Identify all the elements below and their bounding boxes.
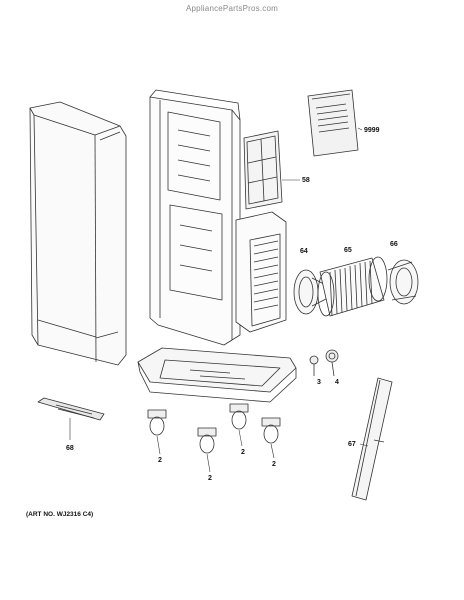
screw[interactable]: [309, 355, 319, 376]
drain-cap[interactable]: [325, 349, 339, 377]
owners-manual[interactable]: [307, 89, 363, 157]
callout-9999: 9999: [364, 127, 380, 134]
callout-4: 4: [335, 379, 339, 386]
callout-2: 2: [208, 475, 212, 482]
callout-66: 66: [390, 241, 398, 248]
callout-2: 2: [158, 457, 162, 464]
front-cover-panel[interactable]: [29, 101, 127, 366]
callout-2: 2: [272, 461, 276, 468]
caster-wheel[interactable]: [229, 403, 249, 447]
watermark: AppliancePartsPros.com: [186, 4, 278, 13]
callout-2: 2: [241, 449, 245, 456]
callout-3: 3: [317, 379, 321, 386]
rear-cabinet[interactable]: [149, 89, 241, 346]
art-number: (ART NO. WJ2316 C4): [26, 511, 94, 518]
callout-58: 58: [302, 177, 310, 184]
base-chassis[interactable]: [137, 347, 297, 403]
exhaust-grille[interactable]: [235, 211, 287, 333]
callout-64: 64: [300, 248, 308, 255]
callout-65: 65: [344, 247, 352, 254]
callout-67: 67: [348, 441, 356, 448]
remote-control[interactable]: [37, 397, 105, 440]
hose-adapter-exhaust[interactable]: [387, 259, 419, 305]
callout-68: 68: [66, 445, 74, 452]
window-kit[interactable]: [351, 377, 393, 501]
caster-wheel[interactable]: [261, 417, 281, 459]
filter[interactable]: [243, 130, 300, 210]
caster-wheel[interactable]: [197, 427, 217, 473]
caster-wheel[interactable]: [147, 409, 167, 455]
exhaust-hose[interactable]: [317, 256, 388, 317]
